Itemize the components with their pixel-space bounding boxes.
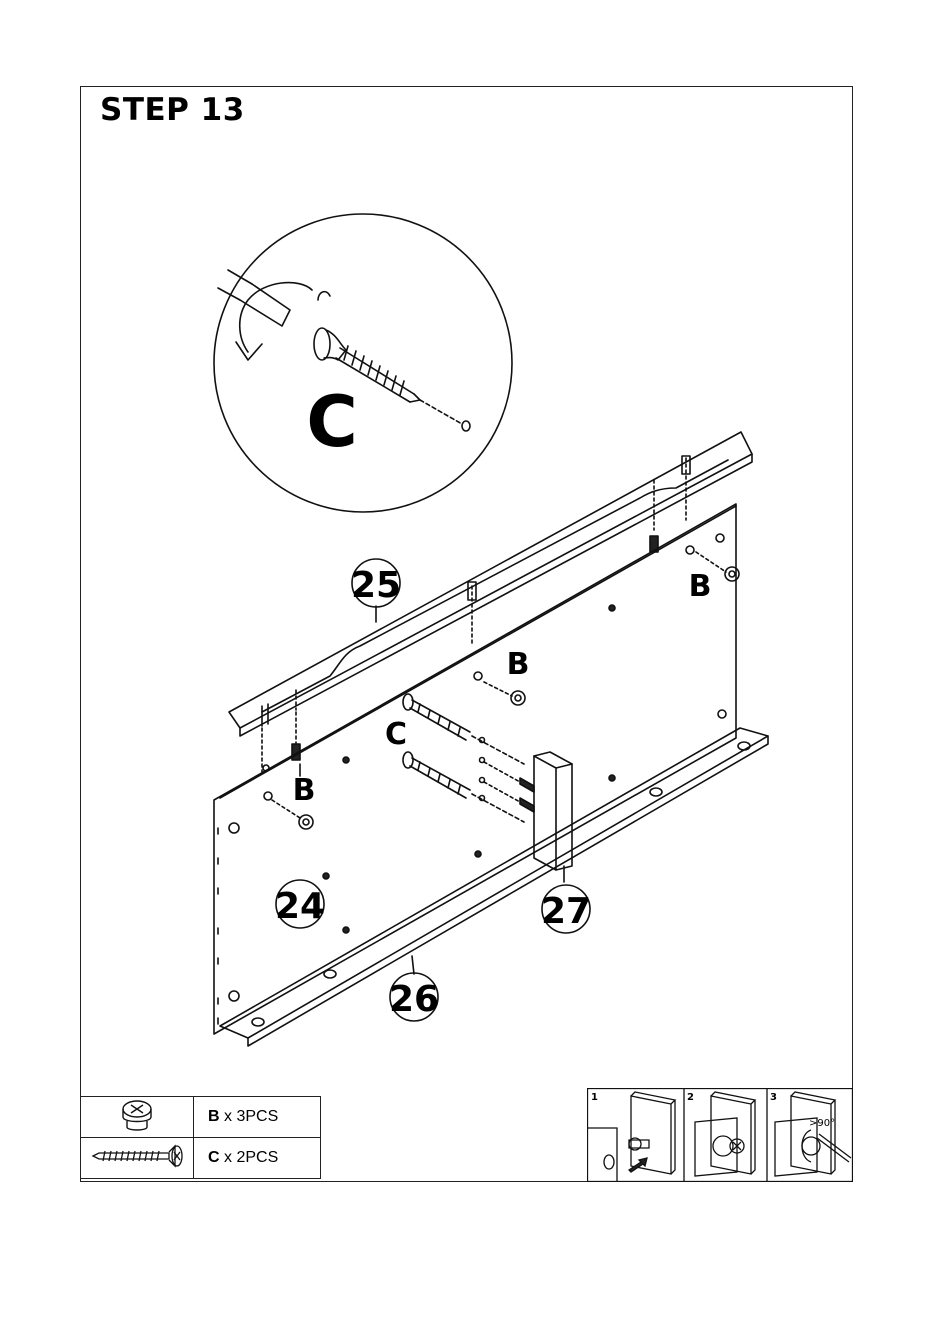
hardware-table: B x 3PCS C x 2PCS <box>80 1096 321 1179</box>
callout-b-middle: B <box>507 647 530 682</box>
callout-c: C <box>385 717 407 752</box>
cam-lock-steps: 1 2 3 >90° <box>587 1088 853 1182</box>
hardware-row-b: B x 3PCS <box>81 1097 321 1138</box>
cam-lock-icon <box>81 1097 194 1138</box>
part-24-label: 24 <box>275 886 325 927</box>
callout-b-right: B <box>689 569 712 604</box>
cam-step-2-label: 2 <box>687 1092 694 1103</box>
part-27-label: 27 <box>541 891 591 932</box>
cam-step-angle-label: >90° <box>809 1118 835 1129</box>
hardware-count-c: x 2PCS <box>224 1149 278 1166</box>
part-25-label: 25 <box>351 565 401 606</box>
callout-b-left: B <box>293 773 316 808</box>
hardware-row-c: C x 2PCS <box>81 1138 321 1179</box>
hardware-qty-b: B x 3PCS <box>194 1097 321 1138</box>
wood-screw-icon <box>81 1138 194 1179</box>
cam-step-3-label: 3 <box>770 1092 777 1103</box>
panel-24-outline <box>214 504 736 1034</box>
cam-step-1-label: 1 <box>591 1092 598 1103</box>
hardware-letter-b: B <box>208 1108 220 1125</box>
part-26-label: 26 <box>389 979 439 1020</box>
detail-fastener-letter: C <box>306 381 357 463</box>
hardware-qty-c: C x 2PCS <box>194 1138 321 1179</box>
hardware-count-b: x 3PCS <box>224 1108 278 1125</box>
hardware-letter-c: C <box>208 1149 220 1166</box>
